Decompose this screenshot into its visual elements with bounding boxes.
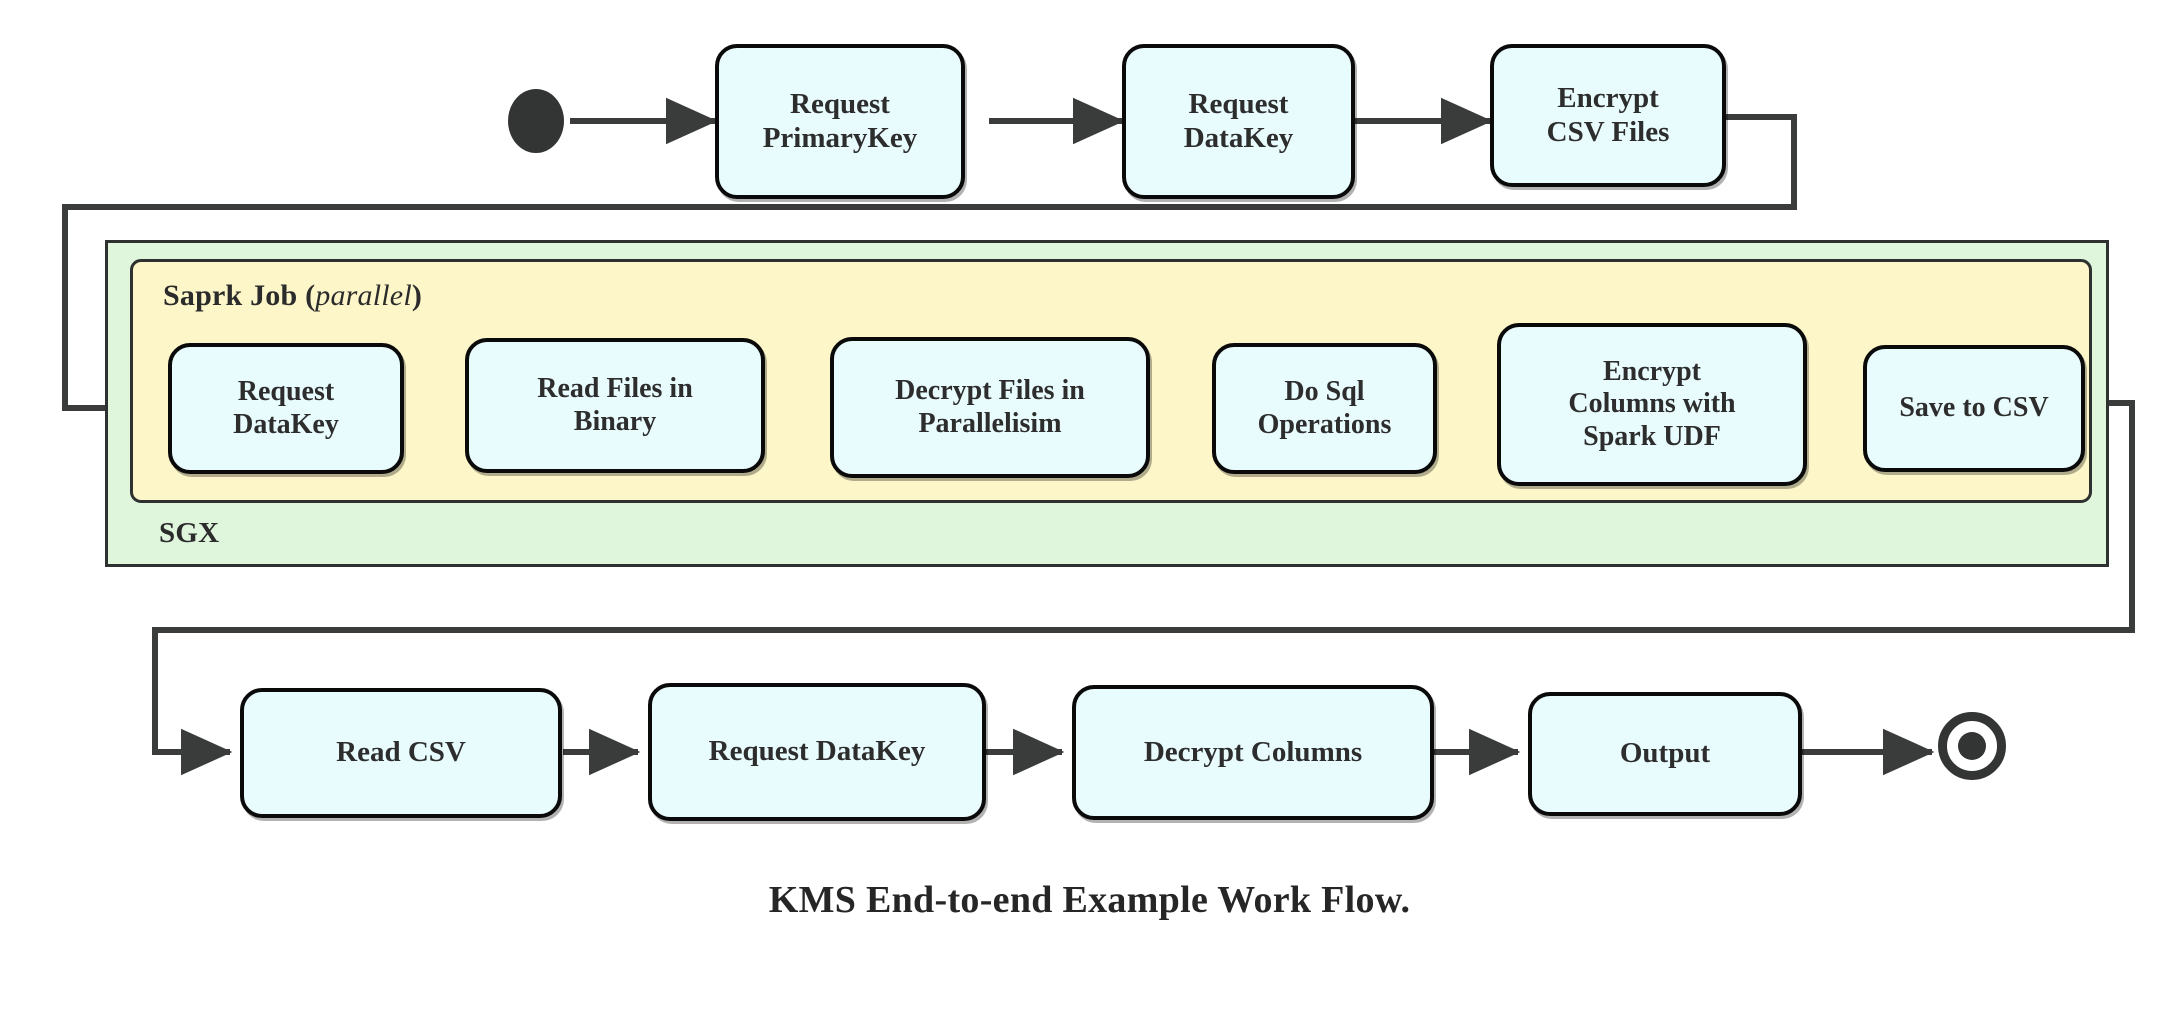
node-label-line: Binary [573, 405, 657, 437]
node-request-datakey-top[interactable]: Request DataKey [1122, 44, 1355, 199]
spark-job-paren-open: ( [305, 279, 316, 312]
final-state-inner-dot [1958, 732, 1986, 760]
node-label-line: Operations [1257, 408, 1392, 440]
spark-job-title: Saprk Job [163, 279, 298, 312]
node-label-line: Decrypt Columns [1143, 735, 1363, 768]
node-label-line: Spark UDF [1583, 420, 1721, 452]
node-decrypt-columns[interactable]: Decrypt Columns [1072, 685, 1434, 820]
node-label-line: Columns with [1568, 388, 1736, 420]
node-label-line: Output [1619, 737, 1711, 770]
node-request-datakey-bottom[interactable]: Request DataKey [648, 683, 986, 821]
node-label-line: Parallelisim [918, 407, 1062, 439]
sgx-label: SGX [159, 517, 220, 549]
node-label-line: DataKey [1183, 121, 1294, 154]
spark-job-paren-close: ) [411, 279, 423, 312]
node-label-line: Request DataKey [708, 735, 926, 768]
node-do-sql-operations[interactable]: Do Sql Operations [1212, 343, 1437, 474]
node-label-line: Decrypt Files in [895, 375, 1085, 407]
node-label-line: CSV Files [1546, 115, 1670, 148]
start-state-icon [508, 89, 564, 153]
node-label-line: Request [237, 376, 335, 408]
node-save-to-csv[interactable]: Save to CSV [1863, 345, 2085, 472]
node-label-line: Do Sql [1284, 376, 1365, 408]
node-label-line: Request [790, 87, 890, 120]
spark-job-label: Saprk Job (parallel) [163, 279, 422, 313]
node-label-line: Save to CSV [1899, 392, 2049, 424]
diagram-caption: KMS End-to-end Example Work Flow. [768, 879, 1411, 921]
node-request-datakey-spark[interactable]: Request DataKey [168, 343, 404, 474]
node-label-line: Read Files in [537, 373, 693, 405]
node-label-line: Read CSV [336, 736, 466, 769]
node-read-files-in-binary[interactable]: Read Files in Binary [465, 338, 765, 473]
final-state-icon [1938, 712, 2006, 780]
node-label-line: PrimaryKey [762, 121, 918, 154]
node-read-csv[interactable]: Read CSV [240, 688, 562, 818]
node-encrypt-csv-files[interactable]: Encrypt CSV Files [1490, 44, 1726, 187]
node-encrypt-columns-with-spark-udf[interactable]: Encrypt Columns with Spark UDF [1497, 323, 1807, 486]
node-output[interactable]: Output [1528, 692, 1802, 816]
node-request-primarykey[interactable]: Request PrimaryKey [715, 44, 965, 199]
node-label-line: Encrypt [1557, 81, 1659, 114]
spark-job-modifier: parallel [315, 279, 412, 312]
node-label-line: DataKey [233, 408, 339, 440]
node-label-line: Request [1188, 87, 1289, 120]
node-label-line: Encrypt [1602, 355, 1701, 387]
node-decrypt-files-in-parallelisim[interactable]: Decrypt Files in Parallelisim [830, 337, 1150, 478]
